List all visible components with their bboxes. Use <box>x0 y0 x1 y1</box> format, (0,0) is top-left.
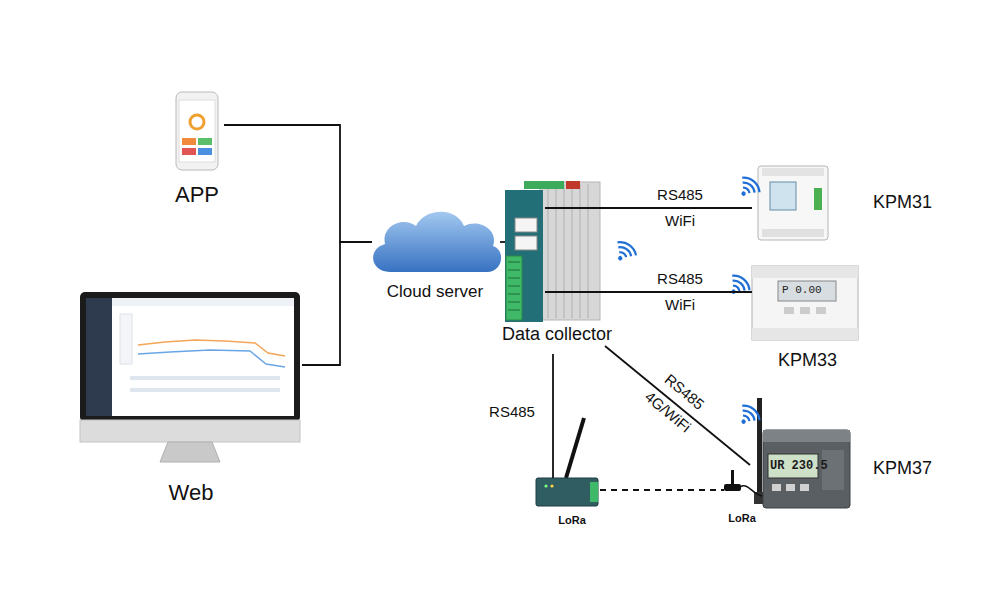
ethernet-port <box>515 218 537 232</box>
node-label: KPM31 <box>873 192 932 214</box>
gateway-terminal <box>590 482 598 502</box>
collector-heatsink <box>540 182 600 320</box>
phone-body <box>176 92 218 170</box>
collector-terminal-block <box>506 256 522 320</box>
link-protocol-label: RS485 <box>484 399 540 425</box>
phone-tile <box>198 138 212 145</box>
meter-terminals <box>752 266 858 278</box>
screen-header <box>112 298 294 306</box>
meter-display <box>770 182 796 210</box>
meter-terminals <box>763 430 850 442</box>
phone-ring <box>190 115 204 129</box>
link-protocol-label: RS485 WiFi <box>653 266 707 318</box>
lora-antenna <box>724 484 741 491</box>
screen-chart-line <box>138 340 285 356</box>
wifi-symbol <box>724 272 753 300</box>
link-protocol-label: RS485 4G/WiFi <box>636 362 717 442</box>
meter-button <box>786 484 795 491</box>
meter-body <box>752 266 858 340</box>
display-reading: P 0.00 <box>782 285 822 296</box>
ethernet-port <box>515 236 537 250</box>
node-label: Cloud server <box>387 282 483 302</box>
phone-screen <box>179 100 215 162</box>
meter-terminals <box>762 229 824 237</box>
meter-display <box>778 281 836 301</box>
gateway-body <box>536 478 598 506</box>
monitor-screen <box>86 298 294 416</box>
wifi-symbol <box>610 239 639 267</box>
link-protocol-label: RS485 WiFi <box>653 182 707 234</box>
device-node: KPM31 <box>752 162 942 244</box>
meter-body <box>758 166 828 240</box>
heatsink-fins <box>548 184 588 318</box>
node-label: LoRa <box>728 512 756 525</box>
node-label: Web <box>169 480 214 506</box>
meter-button <box>800 307 810 314</box>
screen-row <box>130 388 280 392</box>
gateway-led <box>550 484 553 487</box>
meter-button <box>772 484 781 491</box>
monitor-bezel <box>80 292 300 422</box>
monitor-chin <box>80 420 300 442</box>
connector-line <box>224 125 372 242</box>
phone-tile <box>182 148 196 155</box>
connector-line <box>600 489 724 491</box>
device-node: Web <box>78 290 304 506</box>
collector-terminal <box>566 181 580 189</box>
meter-terminals <box>752 328 858 340</box>
phone-tile <box>182 138 196 145</box>
cloud-shape <box>373 212 501 272</box>
node-label: APP <box>175 182 219 208</box>
device-node: LoRa <box>532 415 612 527</box>
terminal-screws <box>508 262 520 310</box>
meter-button <box>814 188 822 210</box>
phone-tile <box>198 148 212 155</box>
node-label: KPM33 <box>778 350 837 372</box>
connector-line <box>552 354 554 478</box>
monitor-stand <box>160 442 220 462</box>
meter-button <box>784 307 794 314</box>
connector-line <box>500 241 505 243</box>
wifi-symbol <box>734 402 763 430</box>
device-node: Data collector <box>487 180 627 346</box>
connector-line <box>302 242 372 365</box>
meter-button <box>816 307 826 314</box>
gateway-led <box>544 484 547 487</box>
collector-terminal <box>524 181 564 189</box>
node-label: KPM37 <box>873 458 932 480</box>
screen-chart-line <box>138 350 285 367</box>
connector-line <box>545 207 752 209</box>
lora-antenna-stub <box>731 470 734 485</box>
meter-terminals <box>762 168 824 176</box>
screen-sidebar <box>86 298 112 416</box>
meter-button <box>800 484 809 491</box>
device-node: APP <box>168 88 226 208</box>
device-node: KPM33 <box>750 262 865 372</box>
gateway-antenna <box>566 418 584 478</box>
device-node: LoRa <box>716 468 768 525</box>
display-reading: UR 230.5 <box>770 460 828 472</box>
meter-body <box>763 430 850 508</box>
wifi-symbol <box>734 174 763 202</box>
screen-row <box>130 376 280 380</box>
connector-line <box>605 346 750 465</box>
connector-line <box>545 291 752 293</box>
screen-list <box>120 314 132 364</box>
node-label: LoRa <box>558 514 586 527</box>
device-node: Cloud server <box>370 210 500 302</box>
node-label: Data collector <box>502 324 612 346</box>
collector-front <box>505 190 543 322</box>
antenna-cable <box>740 486 762 496</box>
